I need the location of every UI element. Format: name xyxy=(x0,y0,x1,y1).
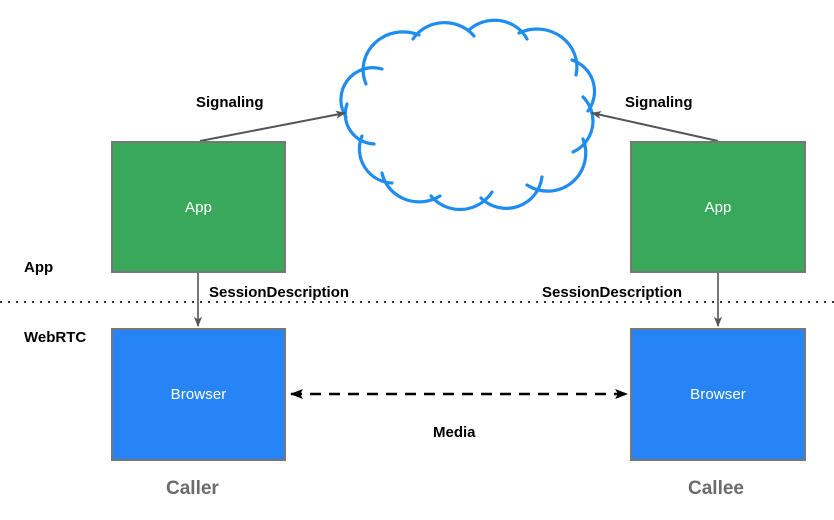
browser-box-callee[interactable]: Browser xyxy=(630,328,806,461)
browser-box-caller-label: Browser xyxy=(170,386,227,403)
browser-box-callee-label: Browser xyxy=(690,386,746,403)
session-description-label-left: SessionDescription xyxy=(209,284,350,301)
role-label-caller: Caller xyxy=(166,478,219,499)
app-box-caller[interactable]: App xyxy=(111,141,286,273)
layer-label-webrtc: WebRTC xyxy=(24,329,87,346)
browser-box-caller[interactable]: Browser xyxy=(111,328,286,461)
media-label: Media xyxy=(433,424,476,441)
signaling-server-cloud-icon xyxy=(339,18,597,211)
session-description-label-right: SessionDescription xyxy=(542,284,683,301)
app-box-callee-label: App xyxy=(704,198,732,216)
signaling-arrow-left xyxy=(199,110,346,142)
role-label-callee: Callee xyxy=(688,478,744,499)
layer-label-app: App xyxy=(24,259,54,276)
signaling-label-left: Signaling xyxy=(196,94,264,111)
app-box-callee[interactable]: App xyxy=(630,141,806,273)
app-box-caller-label: App xyxy=(185,198,212,216)
signaling-label-right: Signaling xyxy=(625,94,693,111)
signaling-arrow-right xyxy=(591,111,719,142)
